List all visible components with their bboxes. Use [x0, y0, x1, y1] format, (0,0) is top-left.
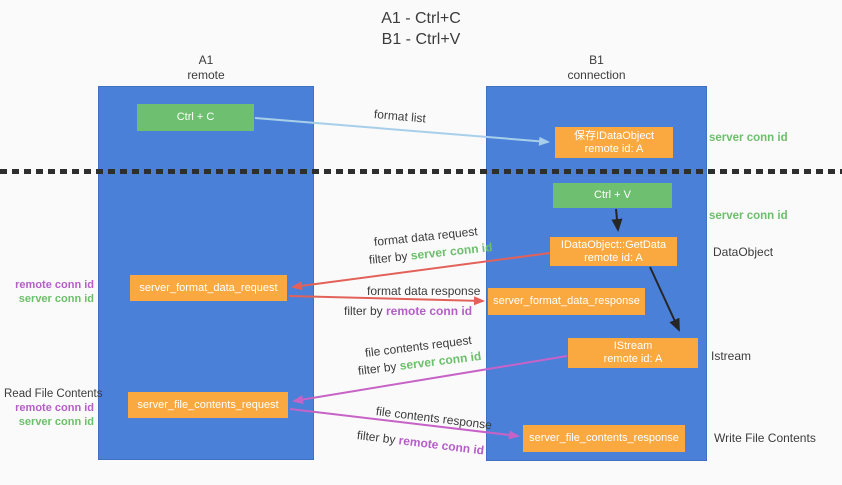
title-line-2: B1 - Ctrl+V — [381, 31, 461, 48]
remote-conn-id-text: remote conn id — [386, 304, 473, 318]
server-file-contents-request-label: server_file_contents_request — [137, 398, 279, 411]
getdata-line2: remote id: A — [584, 251, 643, 264]
dataobject-annotation: DataObject — [713, 245, 774, 259]
node-ctrl-c: Ctrl + C — [137, 104, 254, 131]
remote-conn-id-text: remote conn id — [397, 433, 485, 458]
server-conn-id-annotation-1: server conn id — [18, 293, 94, 305]
server-conn-id-annotation-2: server conn id — [18, 416, 94, 428]
node-idataobject-getdata: IDataObject::GetData remote id: A — [550, 237, 677, 266]
remote-conn-id-annotation-1: remote conn id — [15, 279, 94, 291]
filter-by-remote-conn-id-label-1: filter by remote conn id — [344, 304, 472, 318]
save-idataobject-line2: remote id: A — [584, 142, 644, 155]
server-conn-id-annotation-mid: server conn id — [709, 210, 788, 222]
write-file-contents-annotation: Write File Contents — [714, 431, 816, 445]
format-request-conn-ids: remote conn id server conn id — [8, 278, 94, 306]
filter-by-text: filter by — [356, 428, 400, 448]
column-header-a1: A1 remote — [98, 53, 314, 83]
diagram-title: A1 - Ctrl+C B1 - Ctrl+V — [0, 8, 842, 50]
server-conn-id-annotation-top: server conn id — [709, 132, 788, 144]
ctrl-v-label: Ctrl + V — [594, 189, 631, 201]
node-server-file-contents-response: server_file_contents_response — [523, 425, 685, 452]
filter-by-remote-conn-id-label-2: filter by remote conn id — [356, 428, 485, 457]
server-format-data-request-label: server_format_data_request — [139, 281, 278, 294]
file-contents-response-label: file contents response — [375, 404, 493, 433]
node-server-format-data-request: server_format_data_request — [130, 275, 287, 301]
title-line-1: A1 - Ctrl+C — [381, 10, 461, 27]
node-save-idataobject: 保存IDataObject remote id: A — [555, 127, 673, 158]
read-file-contents-annotation: Read File Contents — [4, 388, 103, 400]
save-idataobject-line1: 保存IDataObject — [573, 129, 655, 142]
filter-by-text: filter by — [368, 248, 412, 267]
remote-conn-id-annotation-2: remote conn id — [15, 402, 94, 414]
server-file-contents-response-label: server_file_contents_response — [529, 432, 679, 444]
format-data-response-label: format data response — [367, 284, 481, 298]
filter-by-text: filter by — [344, 304, 387, 318]
column-b1-name: B1 — [589, 53, 604, 67]
column-header-b1: B1 connection — [486, 53, 707, 83]
column-a1-name: A1 — [198, 53, 214, 67]
column-a1-role: remote — [187, 68, 225, 82]
dashed-divider — [0, 169, 842, 174]
istream-line1: IStream — [613, 340, 653, 352]
filter-by-text: filter by — [357, 358, 401, 378]
istream-annotation: Istream — [711, 349, 752, 363]
getdata-line1: IDataObject::GetData — [560, 238, 667, 251]
node-istream: IStream remote id: A — [568, 338, 698, 368]
node-server-file-contents-request: server_file_contents_request — [128, 392, 288, 418]
column-b1-role: connection — [567, 68, 626, 82]
ctrl-c-label: Ctrl + C — [176, 111, 215, 123]
file-request-conn-ids: Read File Contents remote conn id server… — [4, 387, 103, 429]
istream-line2: remote id: A — [603, 353, 663, 365]
format-list-label: format list — [373, 107, 427, 126]
server-format-data-response-label: server_format_data_response — [493, 295, 640, 307]
node-server-format-data-response: server_format_data_response — [488, 288, 645, 315]
node-ctrl-v: Ctrl + V — [553, 183, 672, 208]
